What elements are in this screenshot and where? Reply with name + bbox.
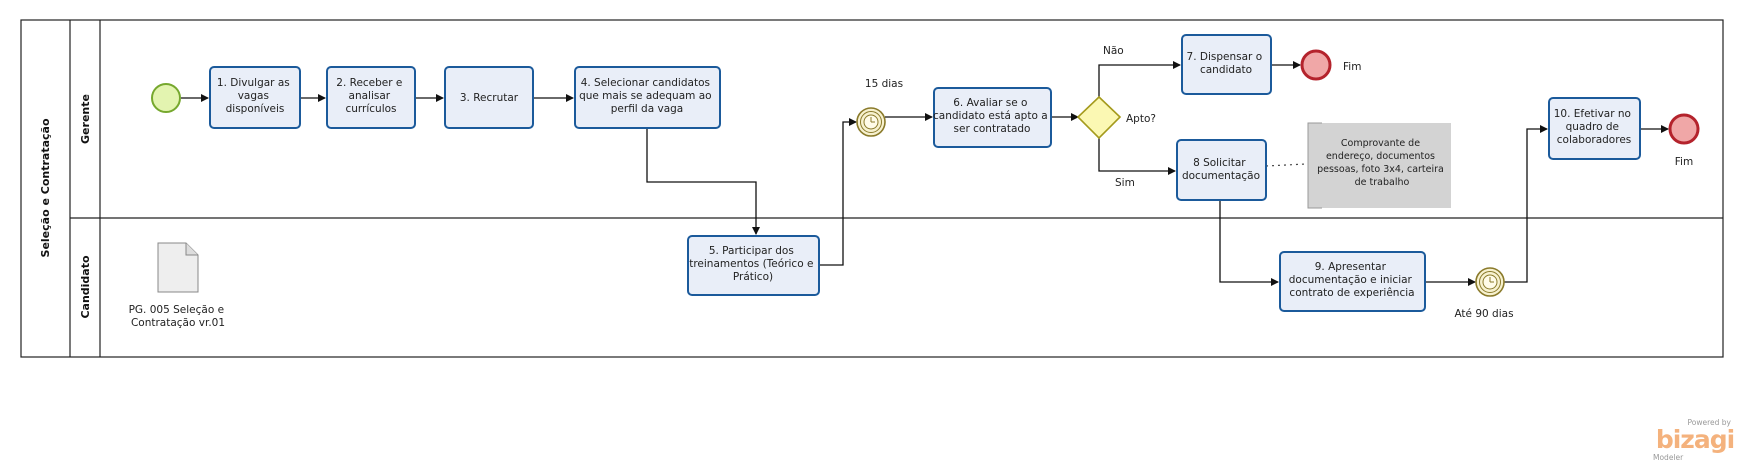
annotation-association [1265,163,1307,167]
task-2[interactable]: 2. Receber e analisar currículos [326,66,416,129]
flow-timer2-t10 [1504,125,1548,283]
timer-event-15-days[interactable] [856,107,886,137]
document-artifact-label: PG. 005 Seleção e Contratação vr.01 [129,304,228,329]
bizagi-branding: Powered by bizagi Modeler [1645,418,1745,462]
gateway-label: Apto? [1126,113,1156,125]
task-8[interactable]: 8 Solicitar documentação [1176,139,1267,201]
sequence-flows [181,61,1669,286]
task-8-label: 8 Solicitar documentação [1182,157,1260,182]
timer-event-90-days[interactable] [1475,267,1505,297]
lane-title-candidate: Candidato [79,255,92,319]
annotation-text: Comprovante de endereço, documentos pess… [1317,138,1447,188]
task-4-label: 4. Selecionar candidatos que mais se ade… [579,77,715,115]
flow-gateway-yes [1098,138,1176,175]
task-1[interactable]: 1. Divulgar as vagas disponíveis [209,66,301,129]
task-5-label: 5. Participar dos treinamentos (Teórico … [689,245,817,283]
document-artifact[interactable] [157,242,199,293]
task-6-label: 6. Avaliar se o candidato está apto a se… [933,97,1051,135]
end-event-1[interactable] [1300,49,1332,81]
task-4[interactable]: 4. Selecionar candidatos que mais se ade… [574,66,721,129]
task-9-label: 9. Apresentar documentação e iniciar con… [1289,261,1415,299]
task-9[interactable]: 9. Apresentar documentação e iniciar con… [1279,251,1426,312]
flow-t5-timer1 [819,118,857,266]
task-7-label: 7. Dispensar o candidato [1187,51,1266,76]
powered-by-text: Powered by [1687,418,1731,427]
timer-90-days-label: Até 90 dias [1454,308,1513,320]
lane-title-manager: Gerente [79,94,92,144]
task-3-label: 3. Recrutar [460,92,519,104]
timer-15-days-label: 15 dias [865,78,903,90]
start-event[interactable] [151,83,181,113]
bizagi-logo: bizagi [1655,425,1735,454]
task-10-label: 10. Efetivar no quadro de colaboradores [1554,108,1635,146]
exclusive-gateway[interactable] [1076,95,1122,140]
pool-title: Seleção e Contratação [39,118,52,257]
end-event-1-label: Fim [1343,61,1361,73]
task-10[interactable]: 10. Efetivar no quadro de colaboradores [1548,97,1641,160]
bizagi-product-text: Modeler [1653,453,1684,462]
flow-t4-t5 [646,129,760,235]
gateway-no-label: Não [1103,45,1124,57]
task-7[interactable]: 7. Dispensar o candidato [1181,34,1272,95]
text-annotation: Comprovante de endereço, documentos pess… [1307,122,1451,209]
task-5[interactable]: 5. Participar dos treinamentos (Teórico … [687,235,820,296]
task-3[interactable]: 3. Recrutar [444,66,534,129]
flow-gateway-no [1098,61,1181,97]
flow-t8-t9 [1219,200,1279,286]
end-event-2[interactable] [1668,113,1700,145]
task-1-label: 1. Divulgar as vagas disponíveis [217,77,293,115]
end-event-2-label: Fim [1675,156,1693,168]
gateway-yes-label: Sim [1115,177,1135,189]
task-6[interactable]: 6. Avaliar se o candidato está apto a se… [933,87,1052,148]
task-2-label: 2. Receber e analisar currículos [336,77,405,115]
